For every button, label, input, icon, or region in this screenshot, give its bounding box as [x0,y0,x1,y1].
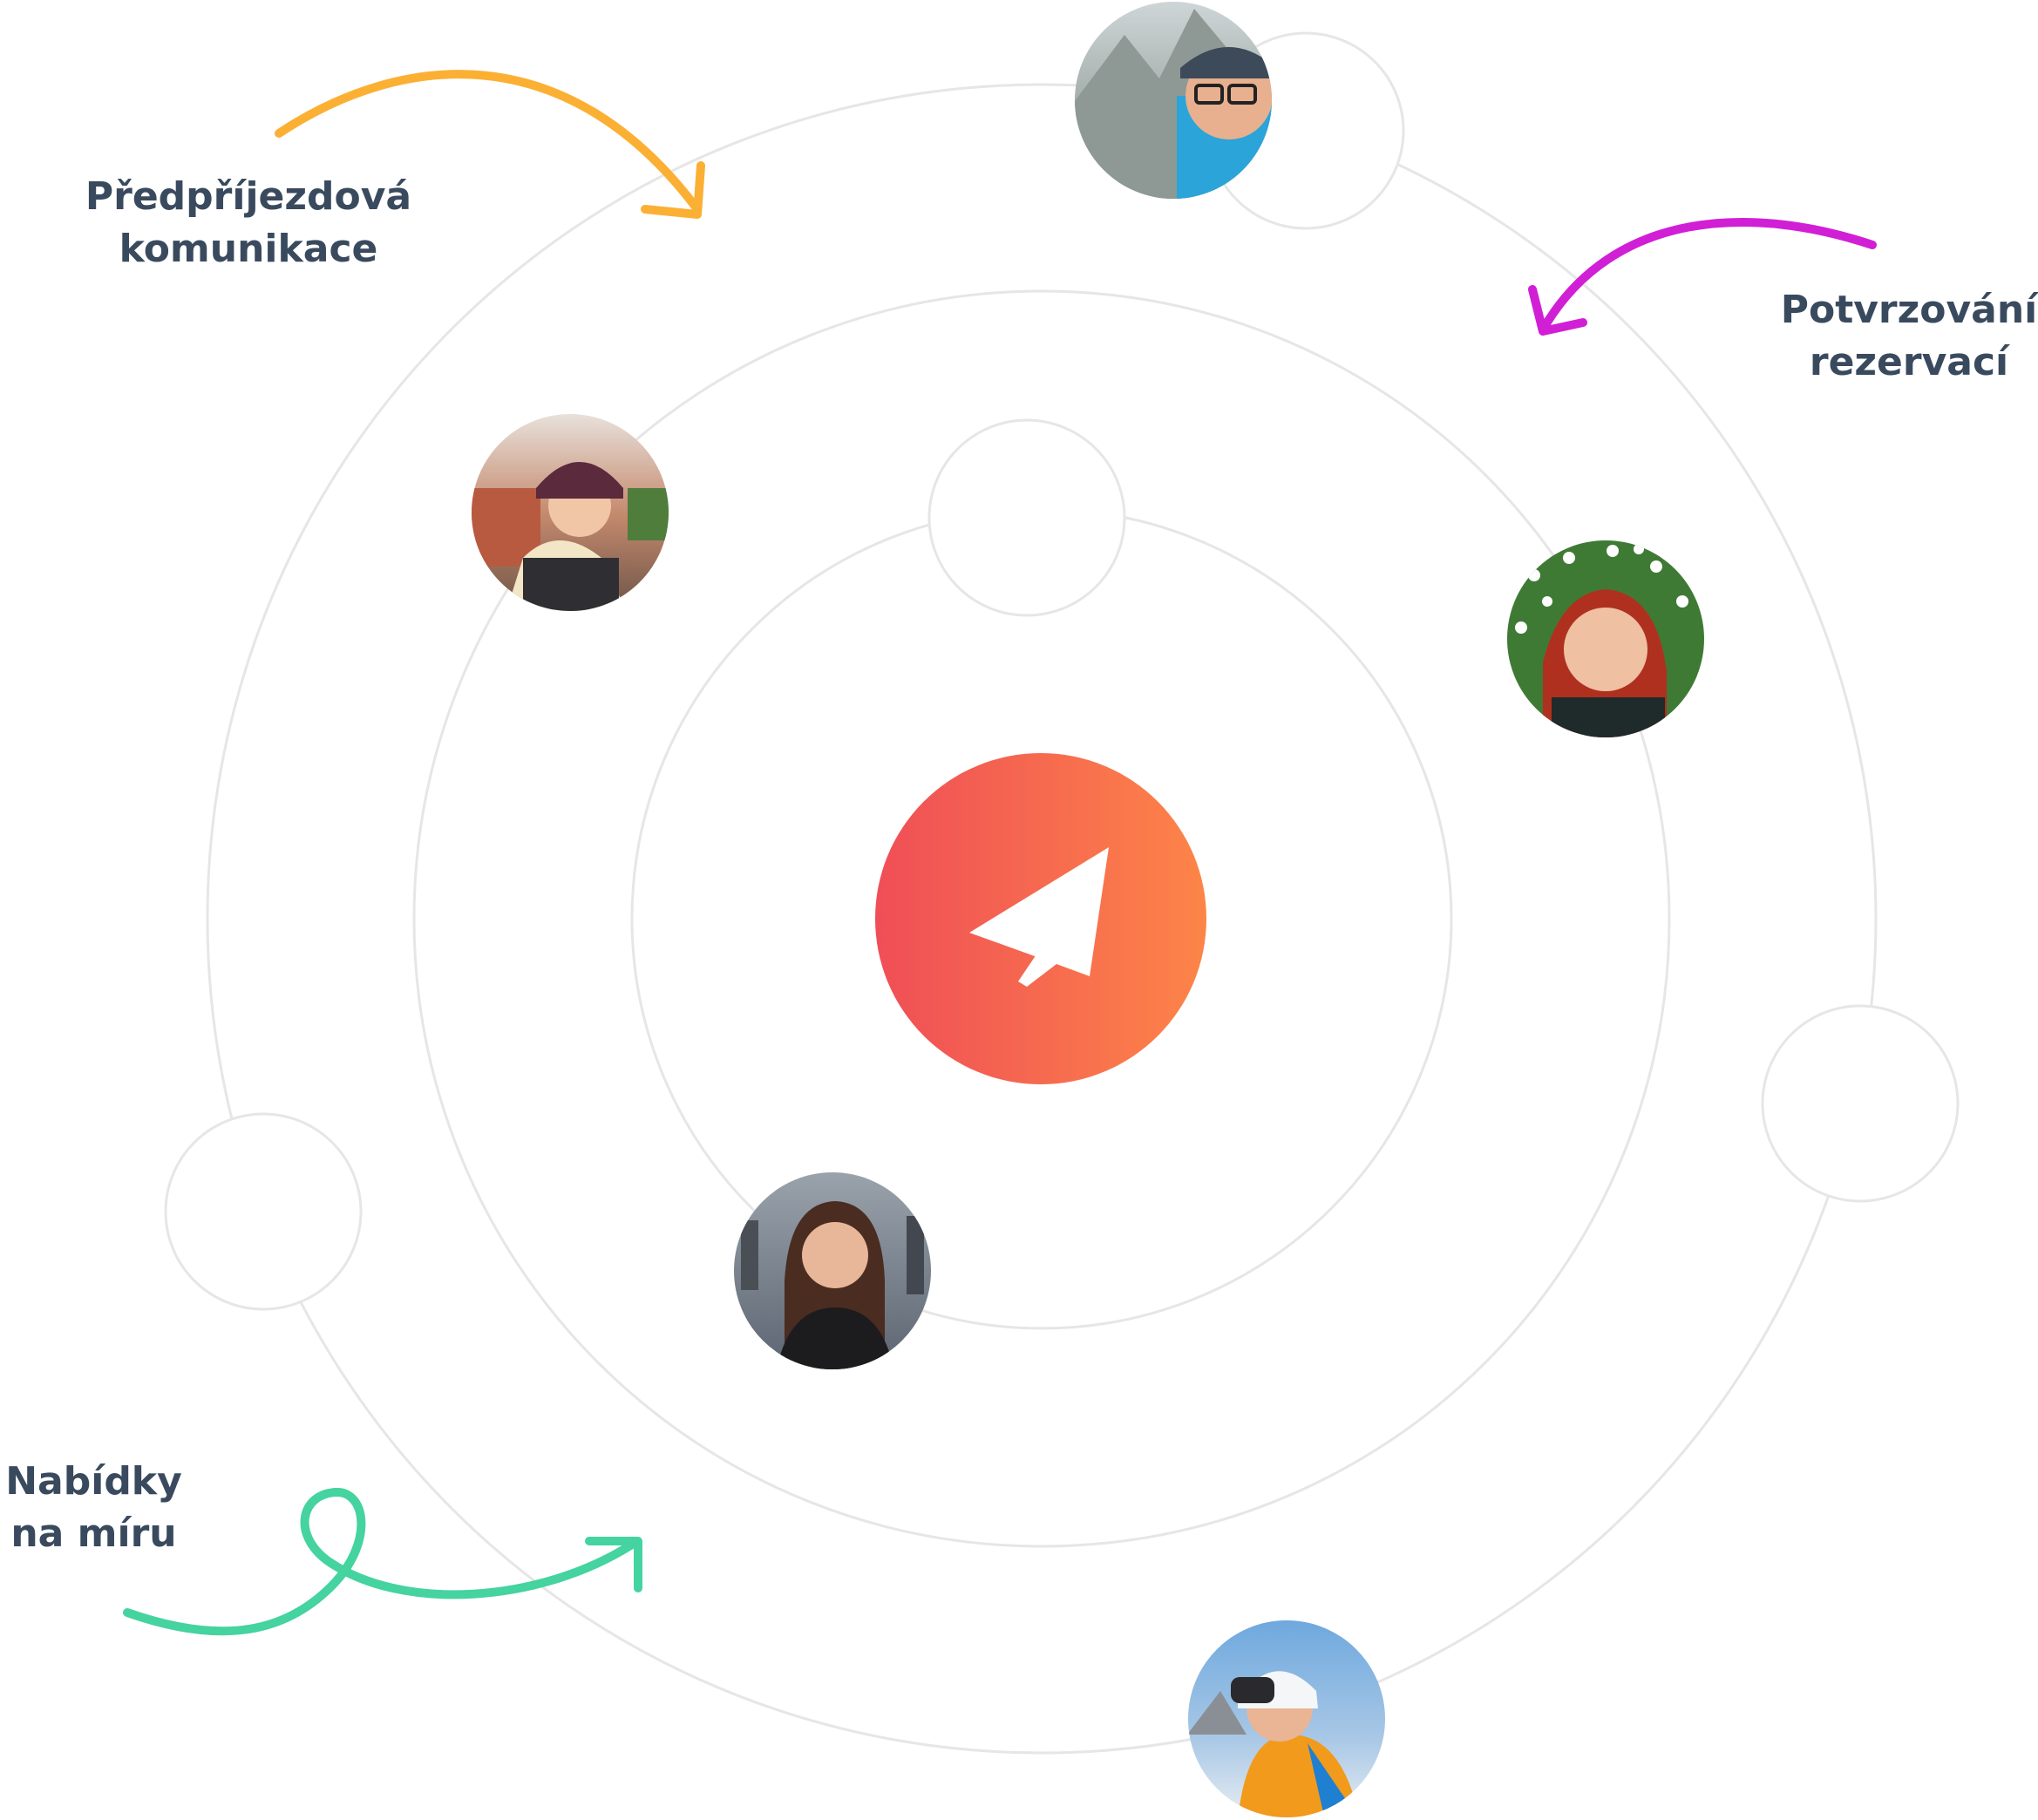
label-line: Nabídky [5,1459,182,1504]
avatar-woman-street [734,1172,931,1369]
avatar-woman-helmet [472,414,669,611]
empty-placeholders [164,31,1960,1311]
label-line: na míru [10,1511,177,1556]
label-pre-arrival-communication: Předpříjezdová komunikace [52,171,445,275]
empty-circle [164,1112,363,1311]
label-line: rezervací [1809,340,2009,384]
arrow-green [123,1488,639,1636]
empty-circle [927,418,1126,617]
arrow-yellow [275,70,702,214]
label-tailored-offers: Nabídky na míru [0,1456,187,1560]
arrow-green-head [585,1537,642,1592]
avatar-skier [1188,1620,1385,1817]
arrow-magenta-head [1528,285,1587,336]
orbit-middle [412,289,1671,1548]
center-logo [875,753,1206,1084]
paper-plane-icon [969,847,1109,987]
avatar-man-glasses-cap [1075,2,1272,199]
label-line: komunikace [119,227,378,271]
label-reservation-confirmation: Potvrzování rezervací [1752,284,2038,389]
empty-circle [1761,1004,1960,1203]
orbit-outer [206,83,1878,1755]
avatar-woman-flowers [1507,540,1704,737]
arrow-yellow-head [641,161,705,219]
label-line: Předpříjezdová [85,174,412,219]
annotation-arrows [123,70,1877,1636]
label-line: Potvrzování [1780,288,2038,332]
arrow-magenta [1539,217,1877,334]
